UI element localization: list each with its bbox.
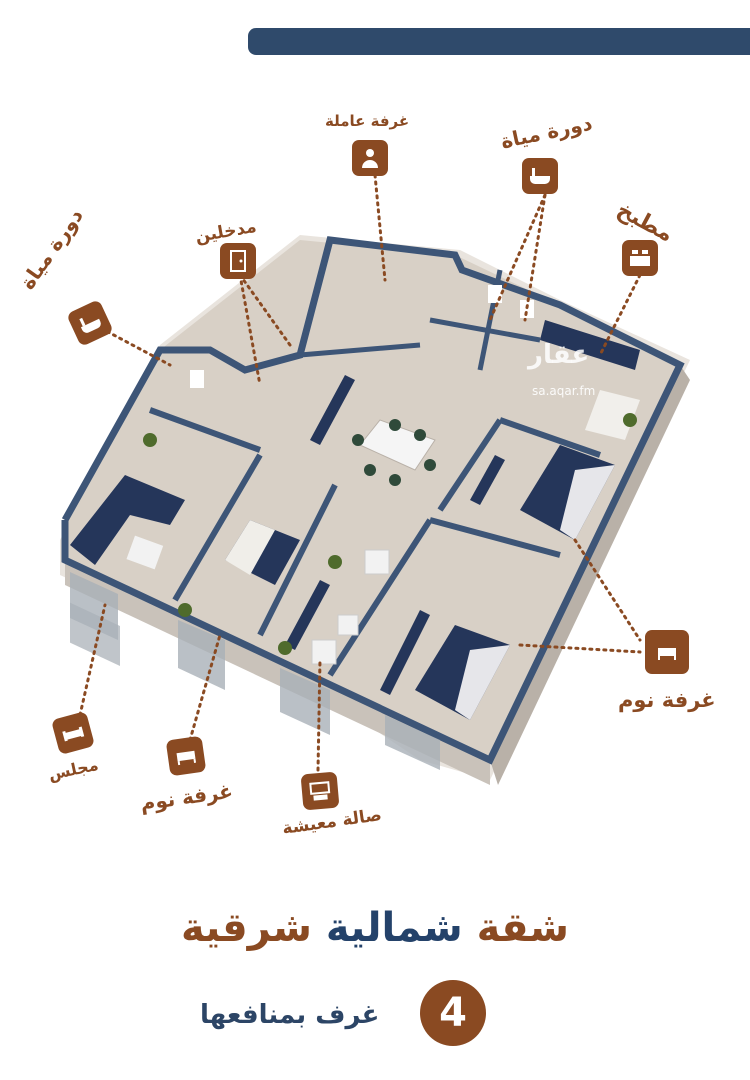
watermark-brand: عقار — [528, 340, 590, 370]
maid-icon — [352, 140, 388, 176]
title-part-3: شرقية — [180, 905, 312, 951]
label-maid-room: غرفة عاملة — [325, 112, 410, 130]
bathtub-icon — [66, 299, 114, 347]
title-part-1: شقة — [476, 905, 570, 951]
watermark-url: sa.aqar.fm — [532, 384, 596, 398]
label-bedroom-right: غرفة نوم — [618, 688, 716, 712]
page-title: شقة شمالية شرقية — [0, 905, 750, 951]
header-bar — [248, 28, 750, 55]
bathtub-icon — [522, 158, 558, 194]
sofa-icon — [50, 710, 96, 756]
bed-icon — [165, 735, 207, 777]
living-room-icon — [300, 771, 340, 811]
title-part-2: شمالية — [325, 905, 463, 951]
bed-icon — [645, 630, 689, 674]
rooms-subtitle: غرف بمنافعها — [200, 1000, 380, 1030]
rooms-count-badge: 4 — [420, 980, 486, 1046]
door-icon — [220, 243, 256, 279]
kitchen-icon — [622, 240, 658, 276]
